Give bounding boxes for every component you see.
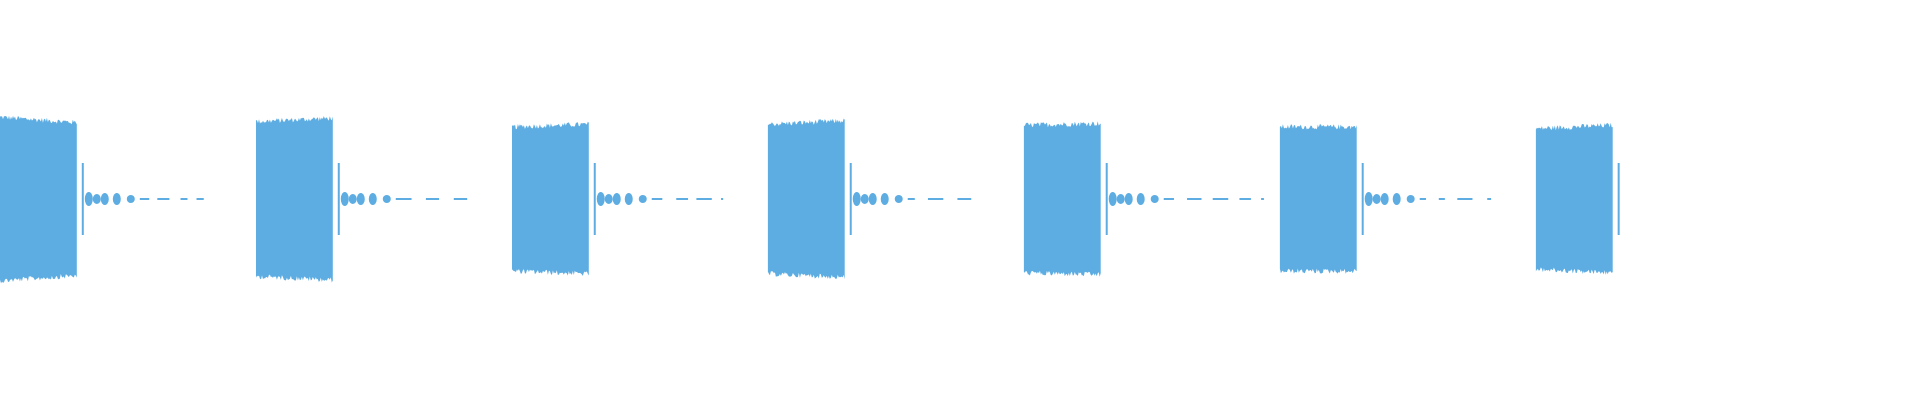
waveform-tail-blob — [880, 193, 889, 205]
waveform-segment — [1023, 121, 1264, 277]
waveform-burst — [512, 121, 589, 276]
waveform-tail-blob — [1406, 195, 1415, 203]
waveform-segment — [0, 115, 204, 284]
waveform-segment — [1279, 124, 1492, 274]
waveform-tail-blob — [638, 195, 647, 203]
waveform-tail-blob — [604, 194, 613, 204]
waveform-tail-blob — [348, 194, 357, 204]
waveform-burst — [1535, 122, 1613, 275]
waveform-tail-blob — [382, 195, 391, 203]
waveform-tail-blob — [84, 192, 93, 206]
waveform-tail-blob — [894, 195, 903, 203]
waveform-burst — [1279, 124, 1357, 274]
waveform-tail-blob — [1108, 192, 1117, 206]
waveform-tail-blob — [1364, 192, 1373, 206]
waveform-segment — [256, 116, 468, 283]
waveform-tail-blob — [368, 193, 377, 205]
waveform-tail-blob — [1150, 195, 1159, 203]
waveform-tail-blob — [868, 193, 877, 205]
waveform-burst — [1023, 121, 1101, 277]
waveform-segment — [767, 118, 972, 280]
waveform-burst — [256, 116, 333, 283]
waveform-tail-blob — [356, 193, 365, 205]
waveform-tail-blob — [92, 194, 101, 204]
waveform-tail-blob — [1116, 194, 1125, 204]
waveform-tail-blob — [860, 194, 869, 204]
waveform-tail-blob — [1392, 193, 1401, 205]
waveform-tail-blob — [612, 193, 621, 205]
waveform-tail-blob — [126, 195, 135, 203]
waveform-tail-blob — [1124, 193, 1133, 205]
waveform-tail-blob — [1372, 194, 1381, 204]
waveform-tail-blob — [112, 193, 121, 205]
waveform-tail-blob — [1380, 193, 1389, 205]
waveform-tail-blob — [340, 192, 349, 206]
waveform-segment — [1535, 122, 1620, 275]
waveform-burst — [767, 118, 845, 280]
waveform-segment — [512, 121, 724, 276]
waveform-tail-blob — [100, 193, 109, 205]
waveform-tail-blob — [624, 193, 633, 205]
waveform-tail-blob — [596, 192, 605, 206]
waveform-tail-blob — [1136, 193, 1145, 205]
waveform-tail-blob — [852, 192, 861, 206]
waveform-burst — [0, 115, 77, 284]
